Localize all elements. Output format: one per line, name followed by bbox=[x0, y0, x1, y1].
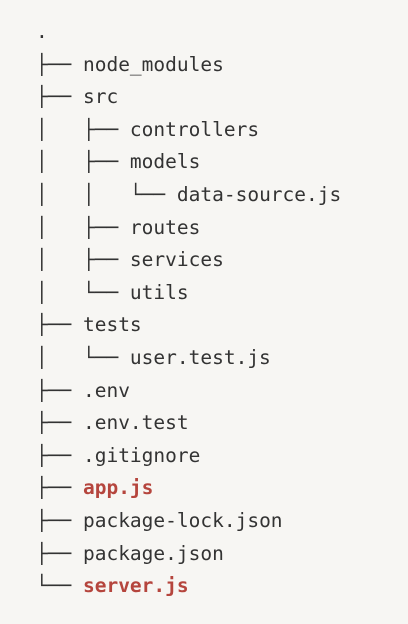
tree-branch-glyph: ├── bbox=[36, 508, 83, 532]
tree-entry-label: package-lock.json bbox=[82, 508, 283, 532]
tree-entry-data-source-js[interactable]: │ │ └── data-source.js bbox=[36, 179, 408, 212]
tree-entry-node-modules[interactable]: ├── node_modules bbox=[36, 49, 408, 82]
tree-entry-services[interactable]: │ ├── services bbox=[36, 244, 408, 277]
tree-branch-glyph: ├── bbox=[36, 541, 83, 565]
tree-entry-label: package.json bbox=[82, 541, 224, 565]
tree-entry-controllers[interactable]: │ ├── controllers bbox=[36, 114, 408, 147]
tree-branch-glyph: ├── bbox=[36, 313, 83, 337]
tree-entry-app-js[interactable]: ├── app.js bbox=[36, 472, 408, 505]
tree-entry-label: .env.test bbox=[82, 411, 189, 435]
tree-entry-label: data-source.js bbox=[176, 182, 342, 206]
tree-branch-glyph: │ ├── bbox=[36, 215, 130, 239]
tree-entry-tests[interactable]: ├── tests bbox=[36, 309, 408, 342]
tree-entry-env-test[interactable]: ├── .env.test bbox=[36, 407, 408, 440]
tree-entry-label: .env bbox=[82, 378, 130, 402]
tree-branch-glyph: ├── bbox=[36, 443, 83, 467]
tree-entry-label: src bbox=[82, 85, 119, 109]
tree-entry-label: tests bbox=[82, 313, 142, 337]
tree-branch-glyph: ├── bbox=[36, 52, 83, 76]
tree-branch-glyph: └── bbox=[36, 574, 83, 598]
tree-branch-glyph: │ │ └── bbox=[36, 182, 177, 206]
tree-entry-label: models bbox=[129, 150, 201, 174]
tree-entry-utils[interactable]: │ └── utils bbox=[36, 277, 408, 310]
tree-entry-server-js[interactable]: └── server.js bbox=[36, 570, 408, 603]
tree-branch-glyph: │ └── bbox=[36, 280, 130, 304]
tree-branch-glyph: ├── bbox=[36, 476, 83, 500]
tree-branch-glyph: │ ├── bbox=[36, 248, 130, 272]
tree-branch-glyph: ├── bbox=[36, 378, 83, 402]
tree-branch-glyph: │ └── bbox=[36, 345, 130, 369]
tree-entry-routes[interactable]: │ ├── routes bbox=[36, 212, 408, 245]
tree-entry-label: controllers bbox=[129, 117, 260, 141]
tree-entry-label: routes bbox=[129, 215, 201, 239]
tree-entry-label: user.test.js bbox=[129, 345, 271, 369]
tree-root: . bbox=[36, 20, 48, 43]
tree-branch-glyph: │ ├── bbox=[36, 150, 130, 174]
tree-branch-glyph: │ ├── bbox=[36, 117, 130, 141]
tree-entry-user-test-js[interactable]: │ └── user.test.js bbox=[36, 342, 408, 375]
tree-entry-label: services bbox=[129, 248, 224, 272]
tree-branch-glyph: ├── bbox=[36, 411, 83, 435]
tree-entry-env[interactable]: ├── .env bbox=[36, 375, 408, 408]
tree-entry-label: .gitignore bbox=[82, 443, 201, 467]
tree-entry-gitignore[interactable]: ├── .gitignore bbox=[36, 440, 408, 473]
tree-branch-glyph: ├── bbox=[36, 85, 83, 109]
tree-entry-models[interactable]: │ ├── models bbox=[36, 146, 408, 179]
tree-entry-label-highlighted: app.js bbox=[82, 476, 154, 500]
tree-entry-label: node_modules bbox=[82, 52, 224, 76]
tree-entry-label: utils bbox=[129, 280, 189, 304]
tree-entry-src[interactable]: ├── src bbox=[36, 81, 408, 114]
tree-entry-package-lock-json[interactable]: ├── package-lock.json bbox=[36, 505, 408, 538]
tree-entry-package-json[interactable]: ├── package.json bbox=[36, 538, 408, 571]
tree-entry-label-highlighted: server.js bbox=[82, 574, 189, 598]
